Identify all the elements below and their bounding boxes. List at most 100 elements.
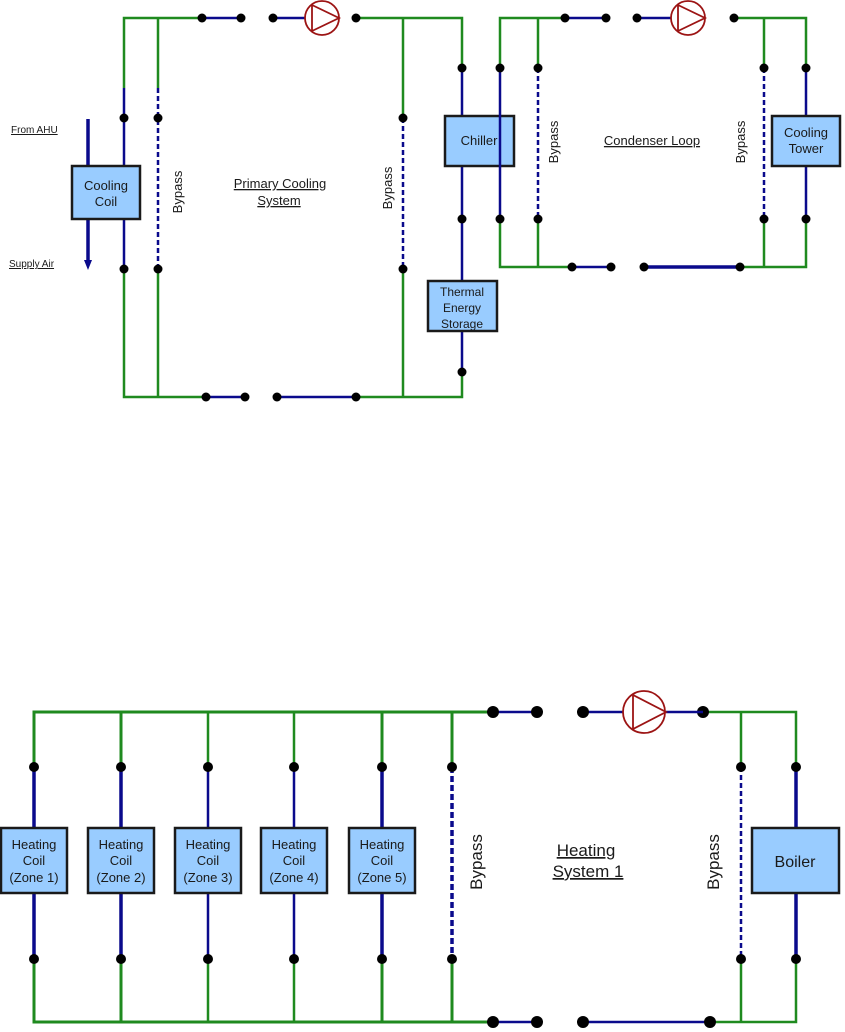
heating-coil-label: (Zone 5) xyxy=(357,870,406,885)
return-pipe xyxy=(356,372,464,399)
return-pipe xyxy=(122,269,205,399)
pipe-node-icon xyxy=(531,706,543,718)
heating-coil-label: Heating xyxy=(99,837,144,852)
cooling-tower[interactable]: Cooling Tower xyxy=(770,114,842,168)
heating-coil-label: (Zone 2) xyxy=(96,870,145,885)
pipe-node-icon xyxy=(457,367,467,377)
pipe-node-icon xyxy=(289,762,299,772)
heating-coil-label: Heating xyxy=(186,837,231,852)
chiller[interactable]: Chiller xyxy=(443,114,516,168)
pump-icon[interactable] xyxy=(670,0,708,36)
pipe-node-icon xyxy=(531,1016,543,1028)
heating-coil-zone-1[interactable]: Heating Coil (Zone 1) xyxy=(0,826,69,895)
bypass-label: Bypass xyxy=(546,120,561,163)
pipe-node-icon xyxy=(736,762,746,772)
pipe-node-icon xyxy=(236,13,246,23)
heating-coil-zone-3[interactable]: Heating Coil (Zone 3) xyxy=(173,826,243,895)
bypass-label: Bypass xyxy=(467,834,486,890)
tes-label: Energy xyxy=(443,301,481,315)
pipe-node-icon xyxy=(377,954,387,964)
boiler[interactable]: Boiler xyxy=(750,826,841,895)
pipe-nodes xyxy=(29,706,801,1028)
cooling-tower-label: Cooling xyxy=(784,125,828,140)
pipe-node-icon xyxy=(533,214,543,224)
heating-system: Heating Coil (Zone 1) Heating Coil (Zone… xyxy=(0,690,841,1028)
pipe-node-icon xyxy=(447,762,457,772)
heating-coil-zone-5[interactable]: Heating Coil (Zone 5) xyxy=(347,826,417,895)
pipe-node-icon xyxy=(704,1016,716,1028)
heating-coil-label: (Zone 1) xyxy=(9,870,58,885)
pipe-node-icon xyxy=(560,13,570,23)
heating-coil-label: Coil xyxy=(23,853,46,868)
supply-pipe xyxy=(498,16,565,68)
thermal-energy-storage[interactable]: Thermal Energy Storage xyxy=(426,279,499,333)
heating-coil-label: Coil xyxy=(197,853,220,868)
bypass-label: Bypass xyxy=(170,170,185,213)
pipe-node-icon xyxy=(153,264,163,274)
cooling-coil[interactable]: Cooling Coil xyxy=(70,164,142,221)
pipe-node-icon xyxy=(487,706,499,718)
pipe-node-icon xyxy=(203,954,213,964)
cooling-coil-label: Coil xyxy=(95,194,118,209)
bypass-label: Bypass xyxy=(704,834,723,890)
heating-coil-zone-2[interactable]: Heating Coil (Zone 2) xyxy=(86,826,156,895)
heating-coil-label: Heating xyxy=(12,837,57,852)
condenser-loop-title: Condenser Loop xyxy=(604,133,700,148)
supply-pipe xyxy=(32,710,493,827)
primary-cooling-title: System xyxy=(257,193,300,208)
heating-system-title: Heating xyxy=(557,841,616,860)
heating-coil-label: Heating xyxy=(272,837,317,852)
pipe-node-icon xyxy=(791,954,801,964)
from-ahu-label: From AHU xyxy=(11,125,58,136)
pipe-node-icon xyxy=(791,762,801,772)
pipe-node-icon xyxy=(197,13,207,23)
pipe-node-icon xyxy=(457,214,467,224)
pipe-node-icon xyxy=(487,1016,499,1028)
pipe-node-icon xyxy=(457,63,467,73)
pipe-node-icon xyxy=(272,392,282,402)
pipe-node-icon xyxy=(398,264,408,274)
supply-air-label: Supply Air xyxy=(9,259,55,270)
heating-coil-zone-4[interactable]: Heating Coil (Zone 4) xyxy=(259,826,329,895)
heating-coil-label: (Zone 4) xyxy=(269,870,318,885)
supply-pipe xyxy=(734,16,808,68)
arrow-down-icon xyxy=(84,260,92,270)
chiller-label: Chiller xyxy=(461,133,499,148)
pipe-nodes xyxy=(495,13,811,272)
pipe-node-icon xyxy=(801,63,811,73)
pipe-node-icon xyxy=(495,214,505,224)
primary-cooling-system: Cooling Coil From AHU Supply Air Primary… xyxy=(9,0,516,402)
pipe-node-icon xyxy=(577,706,589,718)
pipe-node-icon xyxy=(116,762,126,772)
pipe-node-icon xyxy=(351,13,361,23)
condenser-loop: Condenser Loop Bypass Bypass Cooling Tow… xyxy=(495,0,842,272)
pump-icon[interactable] xyxy=(304,0,342,36)
heating-coil-label: Coil xyxy=(110,853,133,868)
return-pipe xyxy=(32,959,493,1024)
pipe-node-icon xyxy=(289,954,299,964)
pipe-node-icon xyxy=(203,762,213,772)
pipe-node-icon xyxy=(29,954,39,964)
pipe-node-icon xyxy=(29,762,39,772)
bypass-label: Bypass xyxy=(733,120,748,163)
pipe-node-icon xyxy=(447,954,457,964)
bypass-label: Bypass xyxy=(380,166,395,209)
pipe-node-icon xyxy=(567,262,577,272)
pipe-node-icon xyxy=(398,113,408,123)
supply-pipe xyxy=(122,16,202,88)
tes-label: Thermal xyxy=(440,285,484,299)
pipe-node-icon xyxy=(639,262,649,272)
pump-icon[interactable] xyxy=(622,690,703,734)
pipe-node-icon xyxy=(119,264,129,274)
pipe-node-icon xyxy=(533,63,543,73)
pipe-node-icon xyxy=(759,214,769,224)
boiler-label: Boiler xyxy=(775,854,817,871)
heating-coil-label: Coil xyxy=(371,853,394,868)
heating-coil-label: Heating xyxy=(360,837,405,852)
pipe-node-icon xyxy=(729,13,739,23)
return-pipe xyxy=(740,219,808,269)
pipe-node-icon xyxy=(577,1016,589,1028)
pipe-node-icon xyxy=(495,63,505,73)
tes-label: Storage xyxy=(441,317,483,331)
